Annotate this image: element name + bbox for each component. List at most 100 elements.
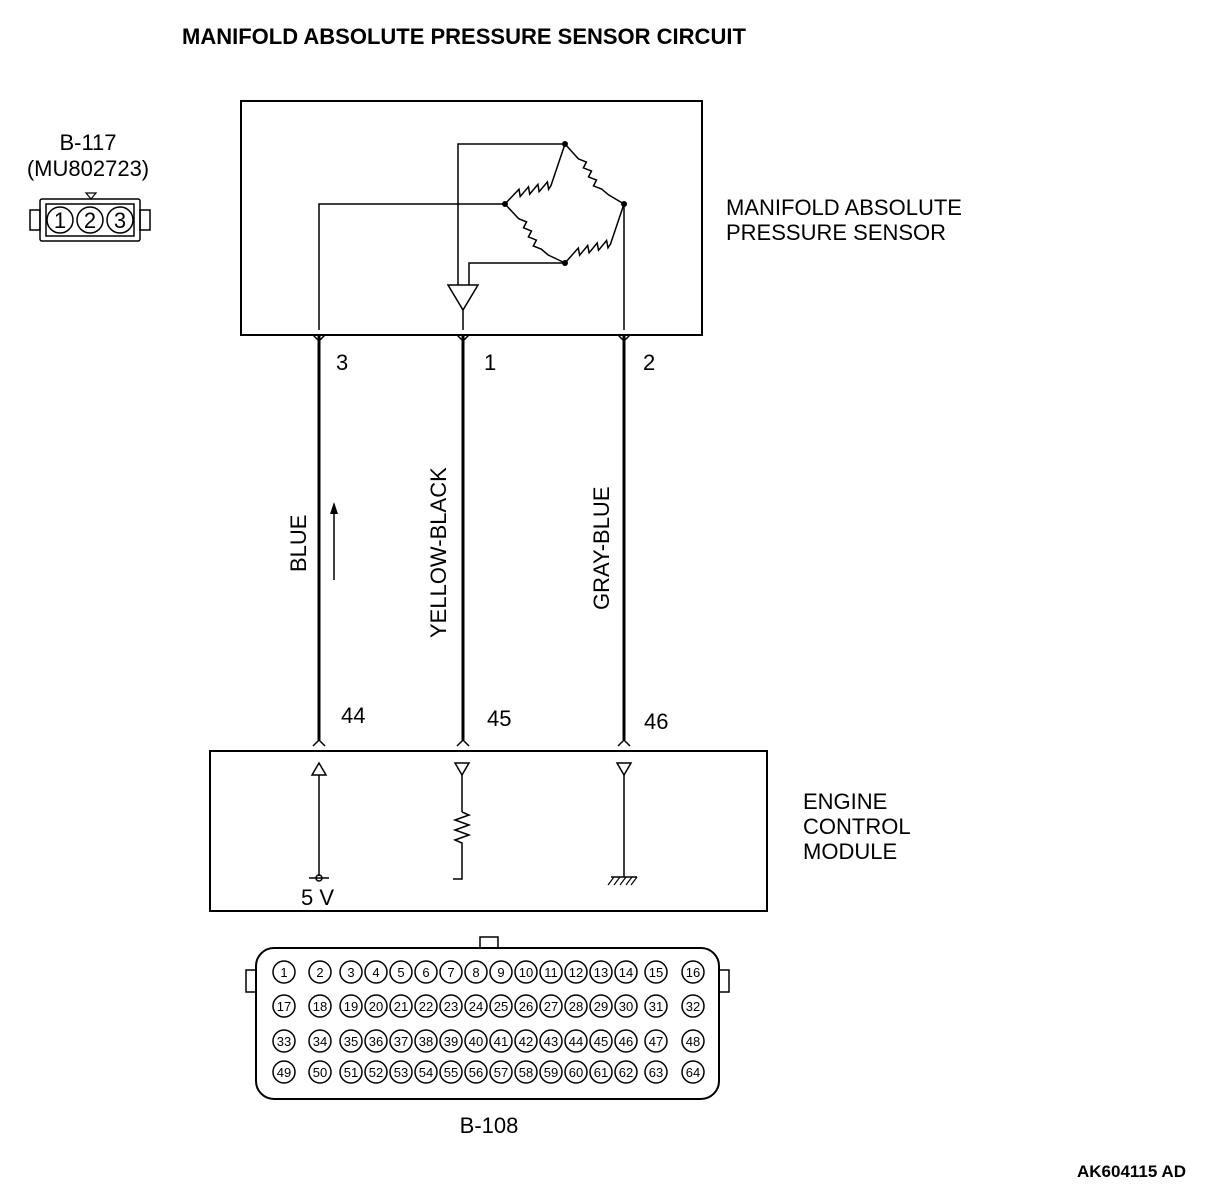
figure-code: AK604115 AD	[1077, 1162, 1186, 1181]
ecm-pin-15	[644, 960, 668, 984]
connector-lock-left	[29, 209, 41, 231]
ecm-label-line1: ENGINE	[803, 789, 887, 814]
ecm-pin-label-41: 41	[494, 1034, 508, 1049]
ecm-pin-label-22: 22	[419, 999, 433, 1014]
ecm-pin-label-9: 9	[497, 965, 504, 980]
ecm-pin-61	[589, 1060, 613, 1084]
ecm-pin-4	[364, 960, 388, 984]
ecm-pin-1	[272, 960, 296, 984]
ecm-pin-37	[389, 1029, 413, 1053]
ecm-pin-label-57: 57	[494, 1065, 508, 1080]
engine-control-module: 5 V ENGINE CONTROL MODULE	[209, 750, 911, 912]
ecm-pin-24	[464, 994, 488, 1018]
ecm-input-buffer-45	[453, 762, 471, 777]
ecm-pin-label-12: 12	[569, 965, 583, 980]
ecm-pin-label-36: 36	[369, 1034, 383, 1049]
ecm-pin-63	[644, 1060, 668, 1084]
connector-lock-right	[139, 209, 151, 231]
ecm-pin-label-58: 58	[519, 1065, 533, 1080]
ecm-pin-label-43: 43	[544, 1034, 558, 1049]
ecm-pin-label-52: 52	[369, 1065, 383, 1080]
ecm-pulldown-return	[453, 876, 463, 880]
ecm-pin-label-63: 63	[649, 1065, 663, 1080]
ecm-pin-14	[614, 960, 638, 984]
ecm-connector-key	[479, 936, 499, 949]
connector-pin-frame	[45, 203, 135, 237]
ecm-pin-label-31: 31	[649, 999, 663, 1014]
ecm-pin-22	[414, 994, 438, 1018]
ecm-pin-label-11: 11	[544, 965, 558, 980]
ecm-pin-40	[464, 1029, 488, 1053]
ecm-pin-label-44: 44	[569, 1034, 583, 1049]
bridge-resistor-top-right	[564, 143, 625, 205]
ecm-pin-label-54: 54	[419, 1065, 433, 1080]
sensor-connector-part-number: (MU802723)	[27, 156, 149, 181]
ecm-pin-3	[339, 960, 363, 984]
ecm-connector-id: B-108	[460, 1113, 519, 1138]
ecm-pin-57	[489, 1060, 513, 1084]
ecm-pin-label-23: 23	[444, 999, 458, 1014]
ecm-pin-29	[589, 994, 613, 1018]
ecm-pin-number-45: 45	[487, 706, 511, 731]
ecm-pin-54	[414, 1060, 438, 1084]
ecm-terminal-44-chevron	[312, 738, 326, 747]
ecm-pin-8	[464, 960, 488, 984]
sensor-pin-number-2: 2	[643, 350, 655, 375]
ecm-pin-label-60: 60	[569, 1065, 583, 1080]
diagram-title: MANIFOLD ABSOLUTE PRESSURE SENSOR CIRCUI…	[182, 24, 746, 49]
ecm-pin-number-46: 46	[644, 709, 668, 734]
ecm-pin-label-48: 48	[686, 1034, 700, 1049]
bridge-node-top	[562, 141, 568, 147]
ecm-pin-26	[514, 994, 538, 1018]
ecm-pin-25	[489, 994, 513, 1018]
ecm-pin-64	[681, 1060, 705, 1084]
ecm-supply-arrow	[310, 761, 328, 776]
bridge-node-bottom	[562, 260, 568, 266]
ecm-label-line2: CONTROL	[803, 814, 911, 839]
sensor-label-line2: PRESSURE SENSOR	[726, 220, 946, 245]
pressure-sensor: MANIFOLD ABSOLUTE PRESSURE SENSOR	[240, 100, 962, 336]
bridge-resistor-top-left	[504, 143, 566, 205]
ecm-pin-32	[681, 994, 705, 1018]
signal-direction-arrow-head	[330, 502, 338, 514]
sensor-pin-number-1: 1	[484, 350, 496, 375]
ecm-pin-59	[539, 1060, 563, 1084]
ecm-pin-label-30: 30	[619, 999, 633, 1014]
ecm-pin-21	[389, 994, 413, 1018]
ecm-pin-label-29: 29	[594, 999, 608, 1014]
ecm-pin-label-21: 21	[394, 999, 408, 1014]
ecm-pin-label-59: 59	[544, 1065, 558, 1080]
ecm-pin-49	[272, 1060, 296, 1084]
connector-pin-3-label: 3	[114, 208, 126, 233]
ecm-pin-10	[514, 960, 538, 984]
ecm-pin-label-1: 1	[280, 965, 287, 980]
ecm-pin-47	[644, 1029, 668, 1053]
ecm-pin-9	[489, 960, 513, 984]
ecm-pin-48	[681, 1029, 705, 1053]
ecm-pin-28	[564, 994, 588, 1018]
ecm-pulldown-resistor	[452, 811, 472, 876]
ecm-pin-label-5: 5	[397, 965, 404, 980]
wire-color-yellow-black: YELLOW-BLACK	[426, 467, 451, 638]
ecm-pin-label-50: 50	[313, 1065, 327, 1080]
ecm-pin-label-42: 42	[519, 1034, 533, 1049]
bridge-link-top	[457, 143, 565, 285]
ecm-pin-55	[439, 1060, 463, 1084]
ecm-pin-16	[681, 960, 705, 984]
ecm-pin-56	[464, 1060, 488, 1084]
ecm-pin-label-35: 35	[344, 1034, 358, 1049]
ecm-pin-label-27: 27	[544, 999, 558, 1014]
ecm-pin-13	[589, 960, 613, 984]
ecm-pin-label-62: 62	[619, 1065, 633, 1080]
ecm-pin-2	[308, 960, 332, 984]
ecm-pin-11	[539, 960, 563, 984]
ecm-pin-45	[589, 1029, 613, 1053]
ecm-pin-39	[439, 1029, 463, 1053]
ecm-pin-label-6: 6	[422, 965, 429, 980]
bridge-link-bottom	[468, 262, 565, 285]
ecm-pin-label-7: 7	[447, 965, 454, 980]
ecm-pin-50	[308, 1060, 332, 1084]
ecm-pin-label-13: 13	[594, 965, 608, 980]
ecm-pin-23	[439, 994, 463, 1018]
